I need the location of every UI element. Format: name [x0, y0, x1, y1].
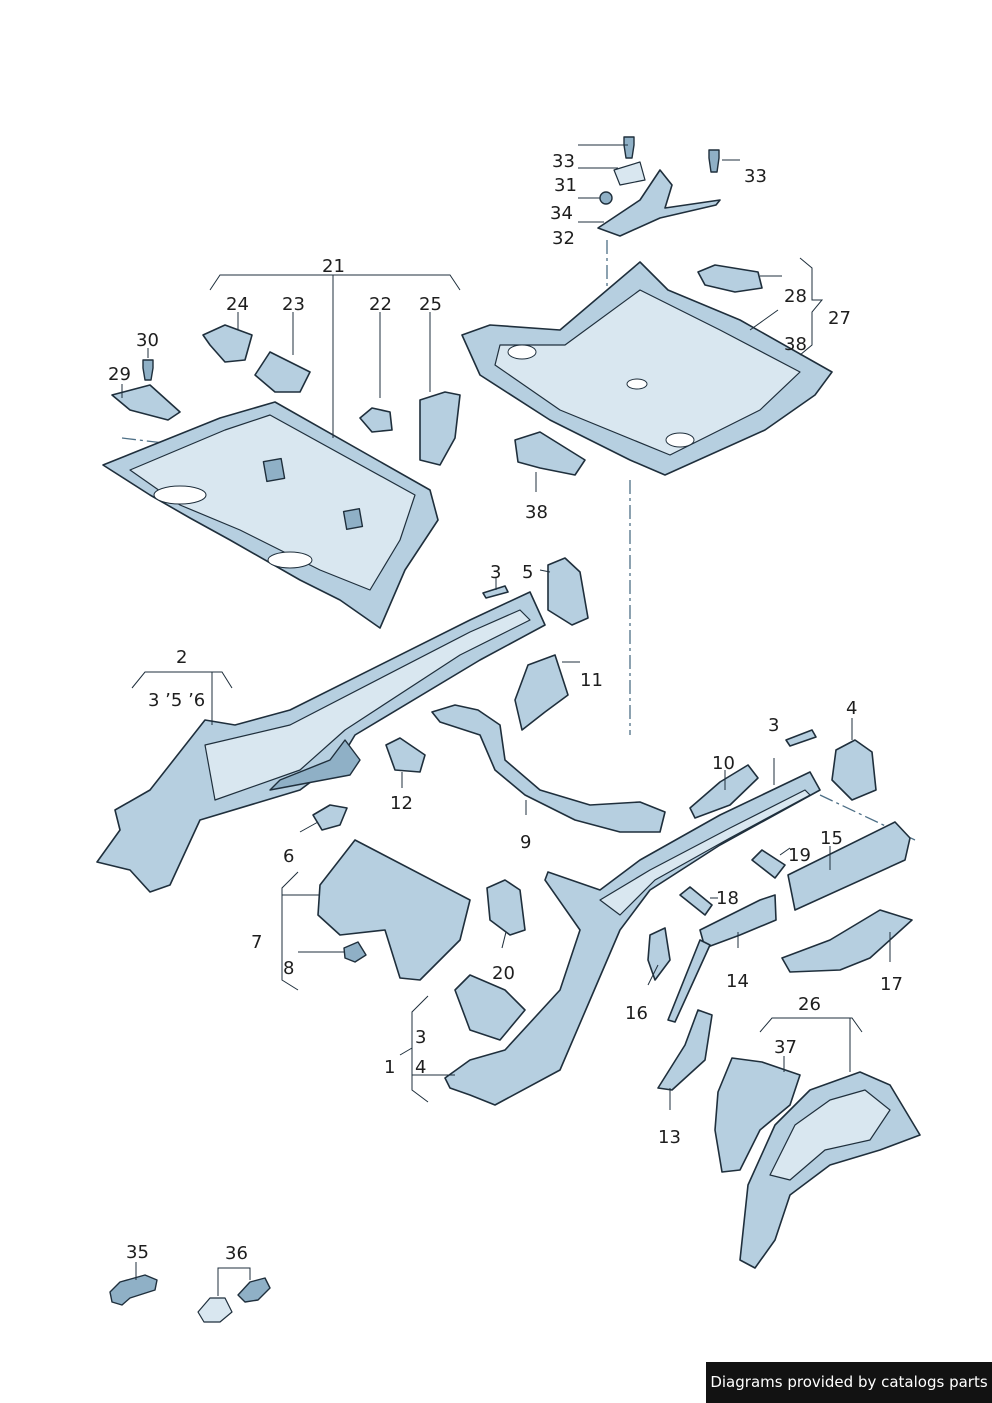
- part-10-bracket: [689, 764, 759, 819]
- part-24-bracket: [202, 324, 253, 363]
- callout-22: 22: [369, 294, 392, 315]
- part-17-sill-panel: [781, 909, 913, 973]
- part-34-nut: [599, 191, 613, 205]
- callout-3-right: 3: [768, 715, 779, 736]
- callout-38-right: 38: [784, 334, 807, 355]
- callout-37: 37: [774, 1037, 797, 1058]
- part-3-clip-right: [785, 729, 817, 747]
- callout-23: 23: [282, 294, 305, 315]
- callout-3-left: 3: [490, 562, 501, 583]
- part-8-clip: [343, 941, 367, 963]
- part-32-bracket: [597, 169, 721, 237]
- callout-33-right: 33: [744, 166, 767, 187]
- callout-19: 19: [788, 845, 811, 866]
- callout-35: 35: [126, 1242, 149, 1263]
- part-22-bracket: [359, 407, 393, 433]
- part-25-bracket: [419, 391, 461, 466]
- part-37-bracket: [714, 1057, 801, 1173]
- part-31-plate: [613, 161, 646, 186]
- part-16-bracket: [647, 927, 671, 981]
- part-19-bracket: [751, 849, 786, 879]
- callout-12: 12: [390, 793, 413, 814]
- callout-18: 18: [716, 888, 739, 909]
- part-35-bolt: [109, 1274, 158, 1306]
- part-13-gusset: [667, 939, 711, 1023]
- part-26-wheelhouse-inner: [769, 1089, 891, 1181]
- part-30-bolt: [142, 359, 154, 381]
- part-3-4-bracket: [454, 974, 526, 1041]
- part-7-wheelhouse-panel: [317, 839, 471, 981]
- callout-30: 30: [136, 330, 159, 351]
- callout-1: 1: [384, 1057, 395, 1078]
- part-33-bolt-left: [623, 136, 635, 159]
- callout-24: 24: [226, 294, 249, 315]
- part-29-plate: [111, 384, 181, 421]
- callouts: 21 24 23 22 25 30 29 33 31 34 32 33 28 2…: [108, 151, 903, 1264]
- callout-10: 10: [712, 753, 735, 774]
- part-3-clip-left: [482, 585, 509, 599]
- callout-9: 9: [520, 832, 531, 853]
- part-38-bracket-lower: [514, 431, 586, 476]
- part-36-bolt: [237, 1277, 271, 1303]
- callout-14: 14: [726, 971, 749, 992]
- callout-29: 29: [108, 364, 131, 385]
- callout-2: 2: [176, 647, 187, 668]
- footer-credit[interactable]: Diagrams provided by catalogs parts: [706, 1362, 992, 1403]
- rear-crossmember: [431, 704, 666, 833]
- part-11-bracket: [514, 654, 569, 731]
- callout-15: 15: [820, 828, 843, 849]
- callout-21: 21: [322, 256, 345, 277]
- callout-13: 13: [658, 1127, 681, 1148]
- callout-3-lower: 3: [415, 1027, 426, 1048]
- callout-27: 27: [828, 308, 851, 329]
- callout-34: 34: [550, 203, 573, 224]
- left-rail: [96, 591, 546, 893]
- callout-2-sub: 3 ’5 ’6: [148, 690, 205, 711]
- part-36-clip: [197, 1297, 233, 1323]
- callout-20: 20: [492, 963, 515, 984]
- right-rail: [444, 771, 821, 1106]
- rear-floor-pan: [461, 261, 833, 476]
- callout-4-right: 4: [846, 698, 857, 719]
- callout-4-lower: 4: [415, 1057, 426, 1078]
- callout-16: 16: [625, 1003, 648, 1024]
- callout-6: 6: [283, 846, 294, 867]
- leader-lines: [121, 144, 891, 1296]
- part-20-mount: [486, 879, 526, 936]
- callout-33-left: 33: [552, 151, 575, 172]
- front-floor-pan: [102, 401, 439, 629]
- part-4-bracket: [831, 739, 877, 801]
- callout-17: 17: [880, 974, 903, 995]
- part-28-bracket: [697, 264, 763, 293]
- callout-28: 28: [784, 286, 807, 307]
- callout-11: 11: [580, 670, 603, 691]
- part-12-bushing: [385, 737, 426, 773]
- callout-7: 7: [251, 932, 262, 953]
- callout-36: 36: [225, 1243, 248, 1264]
- callout-26: 26: [798, 994, 821, 1015]
- part-13-bracket: [657, 1009, 713, 1091]
- part-5-bracket: [547, 557, 589, 626]
- callout-5: 5: [522, 562, 533, 583]
- callout-8: 8: [283, 958, 294, 979]
- callout-38-lower: 38: [525, 502, 548, 523]
- callout-31: 31: [554, 175, 577, 196]
- part-15-rail-panel: [787, 821, 911, 911]
- part-18-bracket: [679, 886, 713, 916]
- part-33-bolt-right: [708, 149, 720, 173]
- part-23-bracket: [254, 351, 311, 393]
- callout-25: 25: [419, 294, 442, 315]
- part-6-bracket: [312, 804, 348, 831]
- callout-32: 32: [552, 228, 575, 249]
